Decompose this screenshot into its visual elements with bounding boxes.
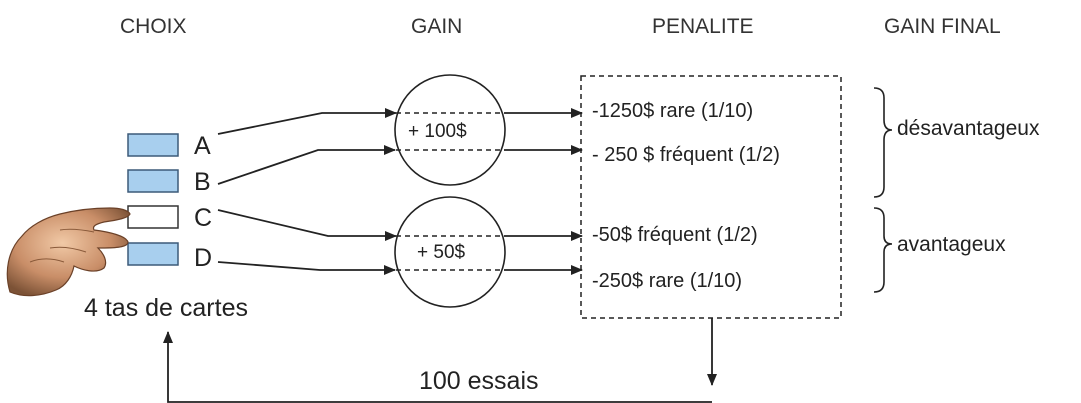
deck-d-label: D (194, 244, 213, 272)
deck-b-card[interactable] (127, 169, 179, 193)
gain-circle-high (394, 74, 506, 186)
header-gain-final: GAIN FINAL (884, 15, 1001, 38)
brace-disadvantageous (873, 87, 893, 198)
deck-b-label: B (194, 168, 211, 196)
deck-caption: 4 tas de cartes (84, 294, 248, 322)
arrow-deck-d-to-gain (217, 261, 396, 275)
gain-circle-low (394, 196, 506, 308)
penalty-a-label: -1250$ rare (1/10) (592, 100, 754, 122)
deck-a-label: A (194, 132, 211, 160)
penalty-d-label: -250$ rare (1/10) (592, 270, 743, 292)
trials-return-line (163, 331, 712, 403)
pointing-hand-icon (6, 207, 131, 297)
penalty-b-label: - 250 $ fréquent (1/2) (592, 144, 780, 166)
deck-c-card[interactable] (127, 205, 179, 229)
category-disadvantageous: désavantageux (897, 117, 1040, 140)
header-penalite: PENALITE (652, 15, 754, 38)
penalty-c-label: -50$ fréquent (1/2) (592, 224, 758, 246)
deck-a-card[interactable] (127, 133, 179, 157)
category-advantageous: avantageux (897, 233, 1006, 256)
header-gain: GAIN (411, 15, 463, 38)
trials-label: 100 essais (419, 367, 539, 395)
gain-low-label: + 50$ (417, 242, 466, 263)
deck-d-card[interactable] (127, 242, 179, 266)
gain-high-label: + 100$ (408, 121, 467, 142)
penalty-box (580, 75, 842, 319)
arrow-deck-a-to-gain (217, 108, 397, 135)
header-choix: CHOIX (120, 15, 187, 38)
brace-advantageous (873, 207, 893, 293)
arrow-deck-b-to-gain (217, 145, 396, 185)
arrow-deck-c-to-gain (217, 209, 397, 241)
deck-c-label: C (194, 204, 213, 232)
